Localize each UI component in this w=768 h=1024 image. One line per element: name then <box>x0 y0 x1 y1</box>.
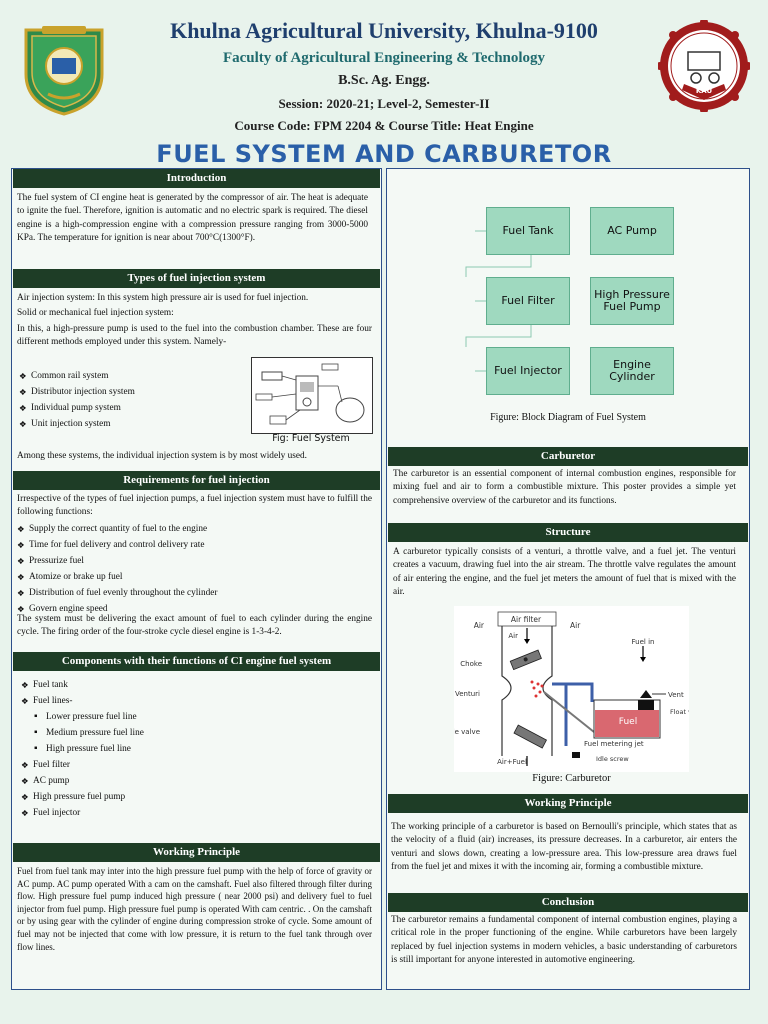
list-item: Time for fuel delivery and control deliv… <box>17 537 372 553</box>
list-item: High pressure fuel pump <box>21 789 361 805</box>
fuel-system-caption: Fig: Fuel System <box>272 433 350 444</box>
throttle-label: Throttle valve <box>454 728 480 736</box>
block-ac-pump: AC Pump <box>590 207 674 255</box>
list-item: Lower pressure fuel line <box>34 709 334 725</box>
block-fuel-injector: Fuel Injector <box>486 347 570 395</box>
session-line: Session: 2020-21; Level-2, Semester-II <box>278 96 490 111</box>
list-item: Individual pump system <box>19 400 239 416</box>
university-name: Khulna Agricultural University, Khulna-9… <box>170 18 598 43</box>
list-item: Unit injection system <box>19 416 239 432</box>
requirements-heading: Requirements for fuel injection <box>13 471 380 490</box>
course-line: Course Code: FPM 2204 & Course Title: He… <box>234 118 534 133</box>
block-fuel-filter: Fuel Filter <box>486 277 570 325</box>
list-item: Fuel injector <box>21 805 361 821</box>
list-item: AC pump <box>21 773 361 789</box>
components-heading: Components with their functions of CI en… <box>13 652 380 671</box>
vent-label: Vent <box>668 691 684 699</box>
carburetor-caption: Figure: Carburetor <box>532 773 611 784</box>
idle-screw-label: Idle screw <box>596 755 629 763</box>
venturi-label: Venturi <box>455 690 480 698</box>
list-item: Distribution of fuel evenly throughout t… <box>17 585 372 601</box>
list-item: Fuel tank <box>21 677 361 693</box>
university-logo-icon <box>18 22 110 118</box>
air-right-label: Air <box>570 621 581 630</box>
choke-label: Choke <box>460 660 482 668</box>
list-item: Distributor injection system <box>19 384 239 400</box>
list-item: High pressure fuel line <box>34 741 334 757</box>
list-item: Fuel lines- <box>21 693 361 709</box>
conclusion-heading: Conclusion <box>388 893 748 912</box>
working-heading-left: Working Principle <box>13 843 380 862</box>
air-filter-label: Air filter <box>511 615 542 624</box>
fuel-lines-sublist: Lower pressure fuel line Medium pressure… <box>34 709 334 757</box>
list-item: Govern engine speed <box>17 601 372 617</box>
degree-name: B.Sc. Ag. Engg. <box>338 73 430 88</box>
working-text-left: Fuel from fuel tank may inter into the h… <box>17 866 372 952</box>
conclusion-text: The carburetor remains a fundamental com… <box>391 915 737 966</box>
fuel-in-label: Fuel in <box>632 638 655 646</box>
types-heading: Types of fuel injection system <box>13 269 380 288</box>
list-item: Fuel filter <box>21 757 361 773</box>
list-item: Pressurize fuel <box>17 553 372 569</box>
float-label: Float valve <box>670 708 689 716</box>
list-item: Common rail system <box>19 368 239 384</box>
faculty-name: Faculty of Agricultural Engineering & Te… <box>222 50 546 66</box>
injection-types-list: Common rail system Distributor injection… <box>19 368 239 432</box>
list-item: Atomize or brake up fuel <box>17 569 372 585</box>
components-list-continued: Fuel filter AC pump High pressure fuel p… <box>21 757 361 821</box>
components-list: Fuel tank Fuel lines- <box>21 677 361 709</box>
carburetor-heading: Carburetor <box>388 447 748 466</box>
block-diagram: Fuel Tank AC Pump Fuel Filter High Press… <box>386 195 750 425</box>
air-inner-label: Air <box>508 632 518 640</box>
types-p3: In this, a high-pressure pump is used to… <box>17 324 372 348</box>
list-item: Medium pressure fuel line <box>34 725 334 741</box>
carburetor-text: The carburetor is an essential component… <box>393 469 736 506</box>
working-text-right: The working principle of a carburetor is… <box>391 822 737 873</box>
list-item: Supply the correct quantity of fuel to t… <box>17 521 372 537</box>
block-engine-cylinder: Engine Cylinder <box>590 347 674 395</box>
requirements-list: Supply the correct quantity of fuel to t… <box>17 521 372 618</box>
seal-text: KAU <box>696 87 713 95</box>
air-fuel-label: Air+Fuel <box>497 758 527 766</box>
structure-text: A carburetor typically consists of a ven… <box>393 547 736 598</box>
poster-title: FUEL SYSTEM AND CARBURETOR <box>156 140 612 168</box>
types-p2: Solid or mechanical fuel injection syste… <box>17 308 174 318</box>
types-p4: Among these systems, the individual inje… <box>17 451 307 461</box>
carburetor-figure: Air filter Air Air Air Choke Venturi Thr… <box>430 606 706 772</box>
structure-heading: Structure <box>388 523 748 542</box>
working-heading-right: Working Principle <box>388 794 748 813</box>
intro-heading: Introduction <box>13 169 380 188</box>
requirements-p1: Irrespective of the types of fuel inject… <box>17 494 372 518</box>
types-p1: Air injection system: In this system hig… <box>17 293 309 303</box>
block-high-pressure-pump: High Pressure Fuel Pump <box>590 277 674 325</box>
fuel-system-figure <box>251 357 373 434</box>
requirements-p2: The system must be delivering the exact … <box>17 614 372 638</box>
faculty-seal-icon: KAU <box>656 18 752 114</box>
intro-text: The fuel system of CI engine heat is gen… <box>17 193 368 244</box>
metering-jet-label: Fuel metering jet <box>584 740 644 748</box>
block-fuel-tank: Fuel Tank <box>486 207 570 255</box>
fuel-label: Fuel <box>619 717 637 727</box>
block-diagram-caption: Figure: Block Diagram of Fuel System <box>490 412 646 423</box>
air-left-label: Air <box>474 621 485 630</box>
